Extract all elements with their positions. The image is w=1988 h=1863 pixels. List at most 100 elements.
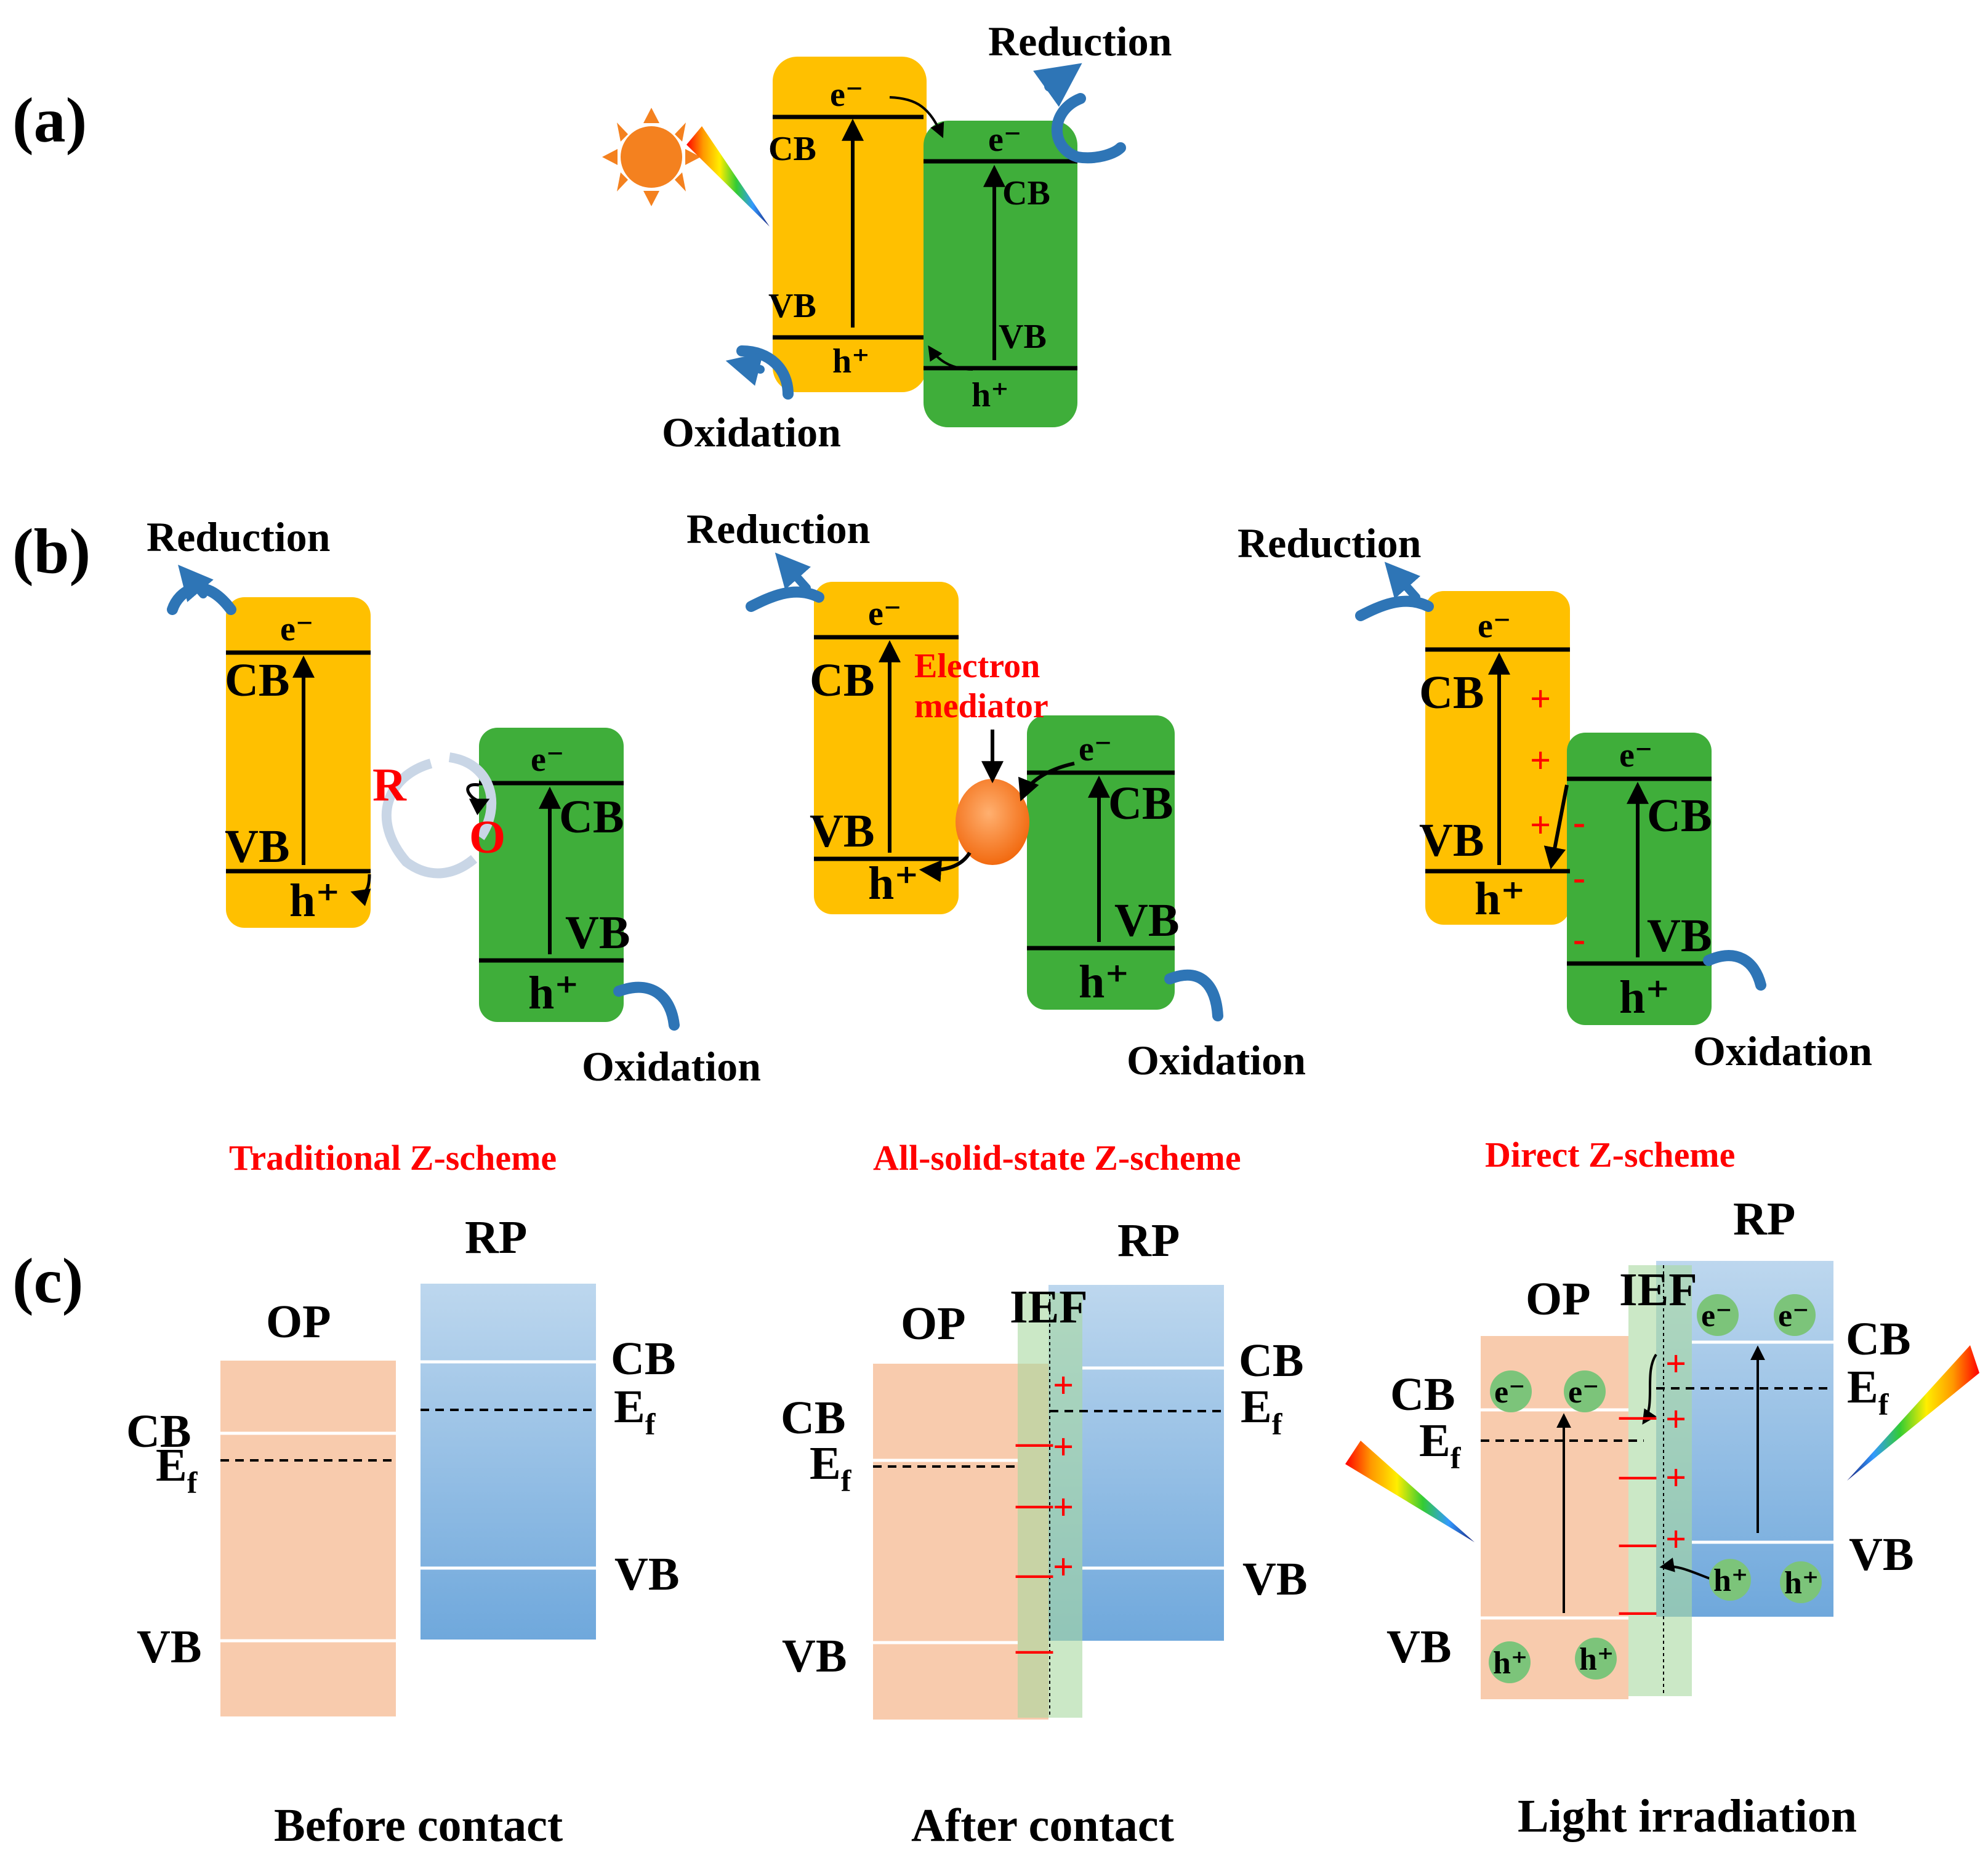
light-irradiation: e⁻ e⁻ e⁻ e⁻ h⁺ h⁺ h⁺ h⁺ + + + + — — — — … [1345, 1193, 1979, 1842]
cb-label: CB [1239, 1335, 1304, 1386]
cb-label: CB [810, 654, 875, 706]
cb-label: CB [225, 654, 290, 706]
electron-label: e⁻ [1778, 1298, 1809, 1334]
after-contact: + + + + — — — — OP IEF RP CB Ef VB CB Ef… [781, 1215, 1308, 1851]
hole-label: h⁺ [972, 376, 1009, 414]
hole-label: h⁺ [1713, 1563, 1748, 1598]
ief-label: IEF [1010, 1281, 1088, 1333]
before-contact-label: Before contact [274, 1800, 563, 1851]
minus-sign: — [1619, 1522, 1657, 1563]
oxidation-label: Oxidation [1127, 1037, 1306, 1084]
op-label: OP [1526, 1273, 1591, 1325]
hole-label: h⁺ [1475, 873, 1525, 925]
panel-c-label: (c) [12, 1245, 83, 1316]
minus-sign: — [1015, 1422, 1053, 1462]
oxidation-label: Oxidation [1693, 1028, 1872, 1074]
vb-label: VB [999, 318, 1047, 356]
redox-r-label: R [372, 759, 407, 811]
rp-label: RP [1733, 1193, 1795, 1245]
op-label: OP [901, 1298, 966, 1350]
caption-all-solid-state: All-solid-state Z-scheme [873, 1138, 1241, 1178]
cb-label: CB [1390, 1369, 1455, 1420]
caption-traditional: Traditional Z-scheme [229, 1138, 557, 1178]
ef-label: Ef [810, 1438, 852, 1498]
oxidation-label: Oxidation [582, 1043, 761, 1090]
before-contact: OP RP CB Ef VB CB Ef VB Before contact [126, 1212, 680, 1851]
ef-label: Ef [614, 1381, 656, 1441]
mediator-label: mediator [914, 687, 1048, 725]
electron-mediator-particle [956, 779, 1029, 865]
light-beam-icon [1847, 1345, 1979, 1481]
cb-label: CB [1846, 1313, 1911, 1365]
reduction-label: Reduction [1237, 520, 1421, 566]
rp-label: RP [465, 1212, 527, 1263]
plus-sign: + [1665, 1519, 1686, 1559]
electron-label: e⁻ [1079, 730, 1112, 768]
ief-region [1628, 1265, 1692, 1696]
light-beam-icon [1345, 1441, 1475, 1542]
cb-label: CB [1419, 667, 1484, 718]
ef-label: Ef [156, 1439, 198, 1500]
minus-sign: — [1619, 1590, 1657, 1630]
direct-z-scheme: e⁻ e⁻ CB CB VB VB h⁺ h⁺ + + + - - - Redu… [1237, 520, 1872, 1175]
plus-sign: + [1665, 1399, 1686, 1439]
ef-label: Ef [1241, 1381, 1283, 1441]
caption-direct: Direct Z-scheme [1485, 1135, 1735, 1175]
redox-o-label: O [469, 811, 505, 863]
hole-label: h⁺ [832, 342, 870, 380]
plus-sign: + [1665, 1457, 1686, 1498]
plus-sign: + [1530, 678, 1551, 719]
electron-label: e⁻ [1478, 607, 1511, 645]
vb-label: VB [1386, 1621, 1452, 1673]
sun-icon [602, 108, 701, 206]
hole-label: h⁺ [289, 875, 340, 927]
after-contact-label: After contact [911, 1800, 1174, 1851]
hole-label: h⁺ [1493, 1646, 1527, 1681]
panel-a-label: (a) [12, 85, 87, 156]
vb-label: VB [782, 1630, 847, 1682]
vb-label: VB [1849, 1529, 1914, 1580]
op-box [220, 1361, 396, 1716]
traditional-z-scheme: e⁻ e⁻ CB CB VB VB h⁺ h⁺ R O Reduction Ox… [147, 513, 761, 1178]
hole-label: h⁺ [1784, 1566, 1819, 1601]
yellow-semiconductor [226, 597, 371, 928]
cb-label: CB [1002, 174, 1050, 212]
yellow-semiconductor [814, 582, 959, 914]
yellow-semiconductor [773, 57, 927, 392]
electron-label: e⁻ [1568, 1375, 1600, 1410]
cb-label: CB [1108, 778, 1173, 829]
plus-sign: + [1053, 1487, 1074, 1527]
plus-sign: + [1665, 1343, 1686, 1384]
vb-label: VB [1242, 1553, 1308, 1605]
plus-sign: + [1530, 805, 1551, 845]
vb-label: VB [225, 821, 290, 872]
ef-label: Ef [1847, 1361, 1889, 1422]
plus-sign: + [1053, 1426, 1074, 1467]
hole-label: h⁺ [868, 858, 919, 909]
vb-label: VB [1114, 895, 1180, 946]
light-beam-icon [686, 126, 770, 227]
electron-label: e⁻ [868, 595, 901, 633]
vb-label: VB [137, 1621, 202, 1673]
hole-label: h⁺ [1619, 972, 1670, 1023]
mediator-label: Electron [914, 647, 1040, 685]
minus-sign: — [1619, 1454, 1657, 1495]
cb-label: CB [768, 130, 816, 168]
electron-label: e⁻ [1701, 1298, 1732, 1334]
hole-label: h⁺ [1079, 956, 1129, 1008]
green-semiconductor [924, 121, 1077, 427]
plus-sign: + [1053, 1365, 1074, 1406]
minus-sign: — [1619, 1394, 1657, 1435]
minus-sign: — [1015, 1483, 1053, 1524]
electron-label: e⁻ [1494, 1375, 1526, 1410]
vb-label: VB [810, 805, 875, 857]
op-label: OP [266, 1296, 331, 1348]
hole-label: h⁺ [528, 967, 579, 1019]
electron-label: e⁻ [1619, 736, 1652, 775]
cb-label: CB [559, 791, 624, 843]
electron-label: e⁻ [531, 741, 564, 779]
plus-sign: + [1053, 1547, 1074, 1587]
minus-sign: - [1573, 802, 1585, 842]
minus-sign: - [1573, 857, 1585, 898]
plus-sign: + [1530, 740, 1551, 781]
